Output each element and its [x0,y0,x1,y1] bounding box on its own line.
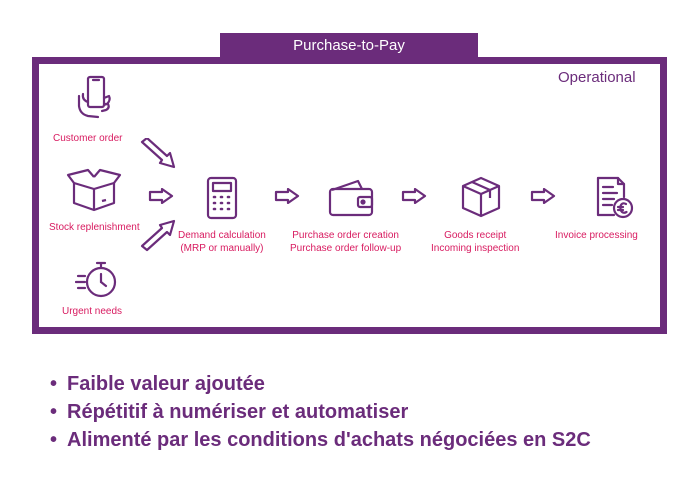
diagonal-up-arrow-icon [140,219,176,252]
package-icon [461,176,501,218]
step-line-1: Demand calculation [178,230,266,241]
step-line-2: Purchase order follow-up [290,243,402,254]
euro-invoice-icon [596,176,634,219]
step-line-2: (MRP or manually) [180,243,264,254]
stopwatch-icon [75,261,117,298]
right-arrow-icon [274,188,300,204]
diagonal-down-arrow-icon [140,138,176,169]
trigger-label-customer-order: Customer order [53,133,123,144]
step-line-1: Purchase order creation [292,230,399,241]
bullet-item: Faible valeur ajoutée [50,370,591,398]
right-arrow-icon [530,188,556,204]
right-arrow-icon [148,188,174,204]
bullet-item: Répétitif à numériser et automatiser [50,398,591,426]
open-box-icon [66,168,122,212]
operational-frame [32,57,667,334]
diagram-title: Purchase-to-Pay [220,33,478,57]
step-label-invoice-processing: Invoice processing [555,229,638,242]
bullet-item: Alimenté par les conditions d'achats nég… [50,426,591,454]
step-line-1: Invoice processing [555,230,638,241]
trigger-label-urgent-needs: Urgent needs [62,306,123,317]
right-arrow-icon [401,188,427,204]
calculator-icon [206,176,238,220]
zone-label: Operational [558,69,636,86]
trigger-label-stock-replenishment: Stock replenishment [49,222,140,233]
step-line-2: Incoming inspection [431,243,520,254]
step-label-demand-calculation: Demand calculation (MRP or manually) [178,229,266,255]
step-label-purchase-order: Purchase order creation Purchase order f… [290,229,401,255]
step-line-1: Goods receipt [444,230,507,241]
wallet-icon [328,179,374,217]
step-label-goods-receipt: Goods receipt Incoming inspection [431,229,519,255]
summary-bullet-list: Faible valeur ajoutée Répétitif à numéri… [50,370,591,454]
smartphone-hand-icon [77,75,111,119]
